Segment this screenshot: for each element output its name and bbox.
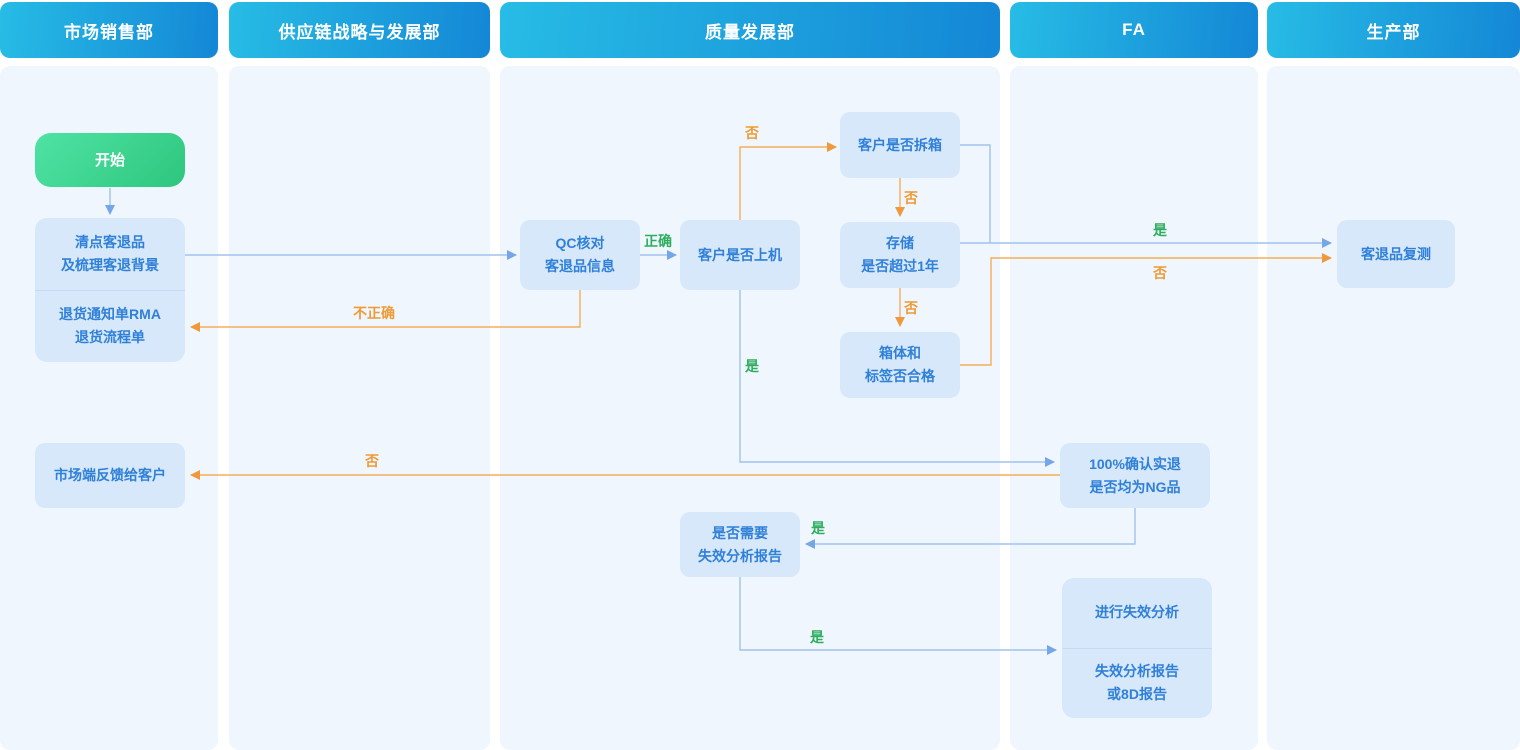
edge-label-no-to-retest: 否 [1153, 265, 1167, 281]
lane-body-production [1267, 66, 1520, 750]
lane-header-market-sales: 市场销售部 [0, 2, 218, 58]
edge-label-no-to-market: 否 [365, 453, 379, 469]
node-confirm-ng[interactable]: 100%确认实退 是否均为NG品 [1060, 443, 1210, 508]
edge-label-yes-to-retest: 是 [1153, 222, 1167, 238]
node-do-fa-top[interactable]: 进行失效分析 [1095, 604, 1179, 621]
edge-label-correct: 正确 [644, 233, 672, 249]
node-do-fa[interactable]: 进行失效分析 失效分析报告 或8D报告 [1062, 578, 1212, 718]
lane-header-quality: 质量发展部 [500, 2, 1000, 58]
lane-header-production: 生产部 [1267, 2, 1520, 58]
node-start[interactable]: 开始 [35, 133, 185, 187]
node-count-returns-bottom[interactable]: 退货通知单RMA 退货流程单 [35, 289, 185, 363]
node-customer-unboxed[interactable]: 客户是否拆箱 [840, 112, 960, 178]
node-qc-check[interactable]: QC核对 客退品信息 [520, 220, 640, 290]
edge-label-yes-to-need-fa: 是 [811, 520, 825, 536]
edge-label-no-storage-to-box: 否 [904, 300, 918, 316]
node-retest[interactable]: 客退品复测 [1337, 220, 1455, 288]
node-count-returns[interactable]: 清点客退品 及梳理客退背景 退货通知单RMA 退货流程单 [35, 218, 185, 362]
edge-label-no-unbox-to-storage: 否 [904, 190, 918, 206]
edge-label-incorrect: 不正确 [353, 305, 395, 321]
lane-header-supply-chain: 供应链战略与发展部 [229, 2, 490, 58]
lane-body-supply-chain [229, 66, 490, 750]
edge-label-no-to-unbox: 否 [745, 125, 759, 141]
lane-header-fa: FA [1010, 2, 1258, 58]
edge-label-yes-to-do-fa: 是 [810, 629, 824, 645]
node-need-fa-report[interactable]: 是否需要 失效分析报告 [680, 512, 800, 577]
node-do-fa-bottom[interactable]: 失效分析报告 或8D报告 [1062, 647, 1212, 719]
node-count-returns-top[interactable]: 清点客退品 及梳理客退背景 [61, 233, 159, 273]
node-storage-over-1yr[interactable]: 存储 是否超过1年 [840, 222, 960, 288]
node-market-feedback[interactable]: 市场端反馈给客户 [35, 443, 185, 508]
node-box-label-ok[interactable]: 箱体和 标签否合格 [840, 332, 960, 398]
edge-label-yes-to-confirm: 是 [745, 358, 759, 374]
node-customer-on-machine[interactable]: 客户是否上机 [680, 220, 800, 290]
